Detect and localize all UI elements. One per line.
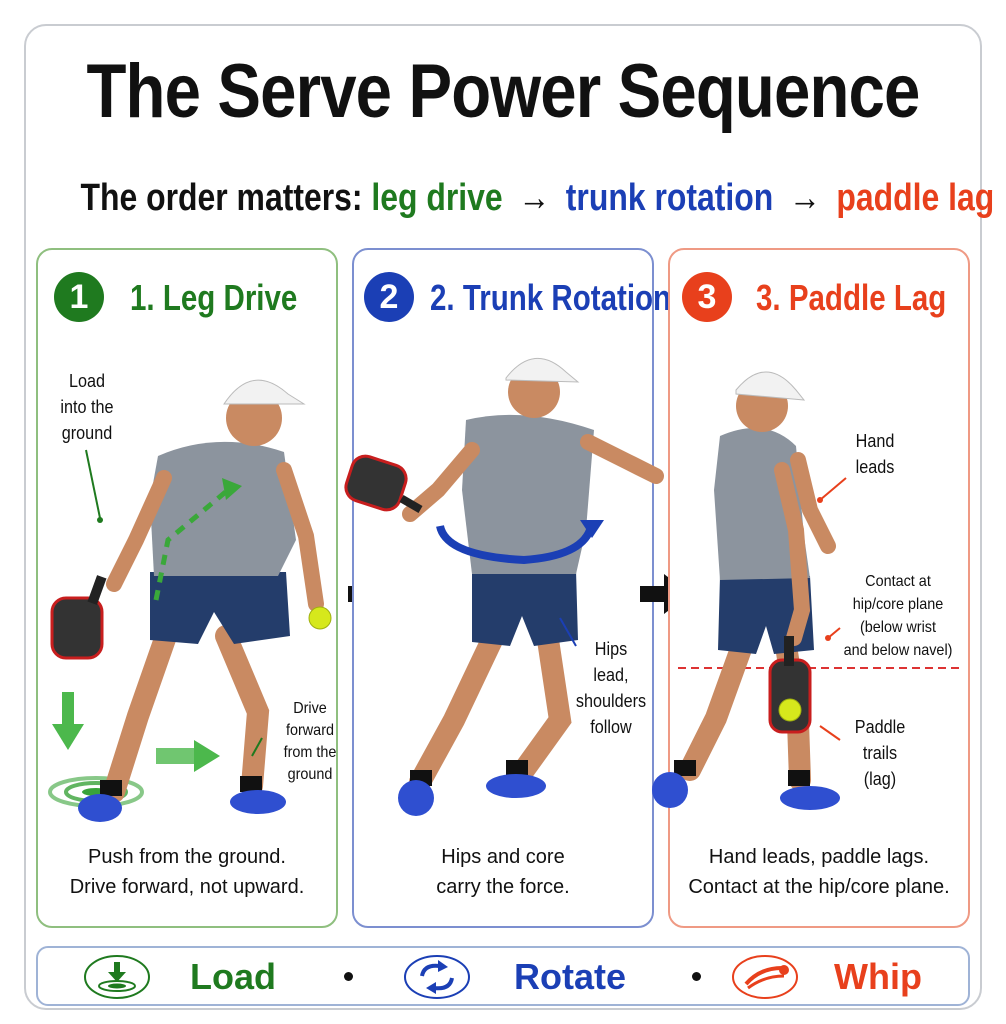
summary-label: Whip <box>834 956 922 997</box>
subtitle-arrow-1: → <box>518 177 551 219</box>
page-title: The Serve Power Sequence <box>86 49 920 134</box>
note-drive: Drive forward from the ground <box>283 700 337 783</box>
subtitle-trunk-rotation: trunk rotation <box>565 177 774 219</box>
panel-heading: 3. Paddle Lag <box>756 277 947 318</box>
down-arrow-icon <box>52 692 84 750</box>
load-pointer-line <box>85 449 101 519</box>
step-number-badge: 2 <box>364 272 414 322</box>
player-figure-leg-drive <box>48 379 332 822</box>
note-hips-lead: Hips lead, shoulders follow <box>575 639 647 737</box>
panel-header: 3 3. Paddle Lag <box>670 272 968 328</box>
panel-leg-drive: 1 1. Leg Drive Load into the ground Driv… <box>36 248 338 928</box>
subtitle-leg-drive: leg drive <box>371 177 503 219</box>
step-number-badge: 1 <box>54 272 104 322</box>
summary-item-load: Load <box>82 954 302 1000</box>
subtitle-prefix: The order matters: <box>80 177 363 219</box>
separator-dot <box>344 972 353 981</box>
subtitle-paddle-lag: paddle lag <box>836 177 995 219</box>
outer-frame <box>24 24 982 1010</box>
note-contact-plane: Contact at hip/core plane (below wrist a… <box>843 573 953 659</box>
summary-label: Rotate <box>514 956 627 997</box>
summary-item-whip: Whip <box>730 954 960 1000</box>
summary-bar: Load Rotate Whip <box>36 946 970 1006</box>
panel-caption: Hips and core carry the force. <box>436 846 570 898</box>
separator-dot <box>692 972 701 981</box>
note-hand-leads: Hand leads <box>855 431 895 477</box>
subtitle-arrow-2: → <box>788 177 821 219</box>
note-load: Load into the ground <box>60 371 114 443</box>
load-icon <box>84 955 150 999</box>
panel-heading: 1. Leg Drive <box>130 277 298 318</box>
player-figure-paddle-lag <box>652 371 964 810</box>
rotation-arrow-icon <box>436 520 604 565</box>
panel-trunk-rotation: 2 2. Trunk Rotation Hips lead, shoulders… <box>344 248 671 928</box>
panel-paddle-lag: 3 3. Paddle Lag Hand leads Contact at hi… <box>652 248 970 928</box>
summary-item-rotate: Rotate <box>402 954 662 1000</box>
panel-caption: Push from the ground. Drive forward, not… <box>69 846 305 898</box>
rotate-icon <box>404 955 470 999</box>
forward-arrow-icon <box>156 740 220 772</box>
summary-label: Load <box>190 956 276 997</box>
step-number-badge: 3 <box>682 272 732 322</box>
note-paddle-trails: Paddle trails (lag) <box>854 717 906 789</box>
panel-header: 1 1. Leg Drive <box>38 272 336 328</box>
subtitle: The order matters: leg drive → trunk rot… <box>80 168 994 228</box>
panel-header: 2 2. Trunk Rotation <box>354 272 671 328</box>
player-figure-trunk-rotation <box>344 357 664 816</box>
whip-icon <box>732 955 798 999</box>
panel-heading: 2. Trunk Rotation <box>430 277 672 318</box>
panel-caption: Hand leads, paddle lags. Contact at the … <box>688 846 950 898</box>
